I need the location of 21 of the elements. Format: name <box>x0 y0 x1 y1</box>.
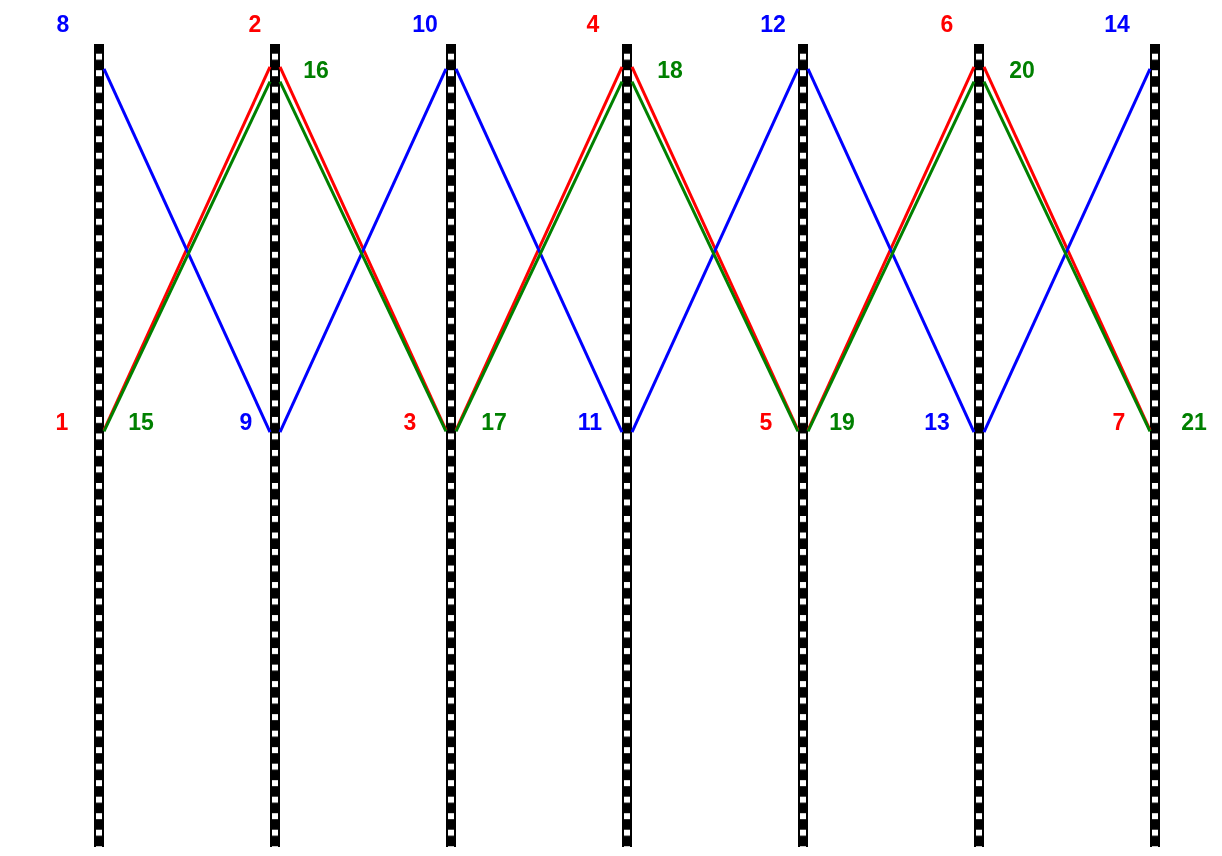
point-number: 8 <box>56 12 70 36</box>
point-number: 11 <box>577 410 603 434</box>
point-number: 13 <box>924 410 950 434</box>
point-number: 18 <box>657 58 683 82</box>
point-number: 15 <box>128 410 154 434</box>
point-number: 5 <box>759 410 773 434</box>
point-number: 3 <box>403 410 417 434</box>
point-number: 4 <box>586 12 600 36</box>
point-number: 17 <box>481 410 507 434</box>
point-number: 1 <box>55 410 69 434</box>
point-number: 21 <box>1181 410 1207 434</box>
point-number: 14 <box>1104 12 1130 36</box>
point-number: 20 <box>1009 58 1035 82</box>
point-number: 7 <box>1112 410 1126 434</box>
point-number: 19 <box>829 410 855 434</box>
point-number: 10 <box>412 12 438 36</box>
point-number: 9 <box>239 410 253 434</box>
point-number: 16 <box>303 58 329 82</box>
point-number: 2 <box>248 12 262 36</box>
point-number: 12 <box>760 12 786 36</box>
point-number: 6 <box>940 12 954 36</box>
